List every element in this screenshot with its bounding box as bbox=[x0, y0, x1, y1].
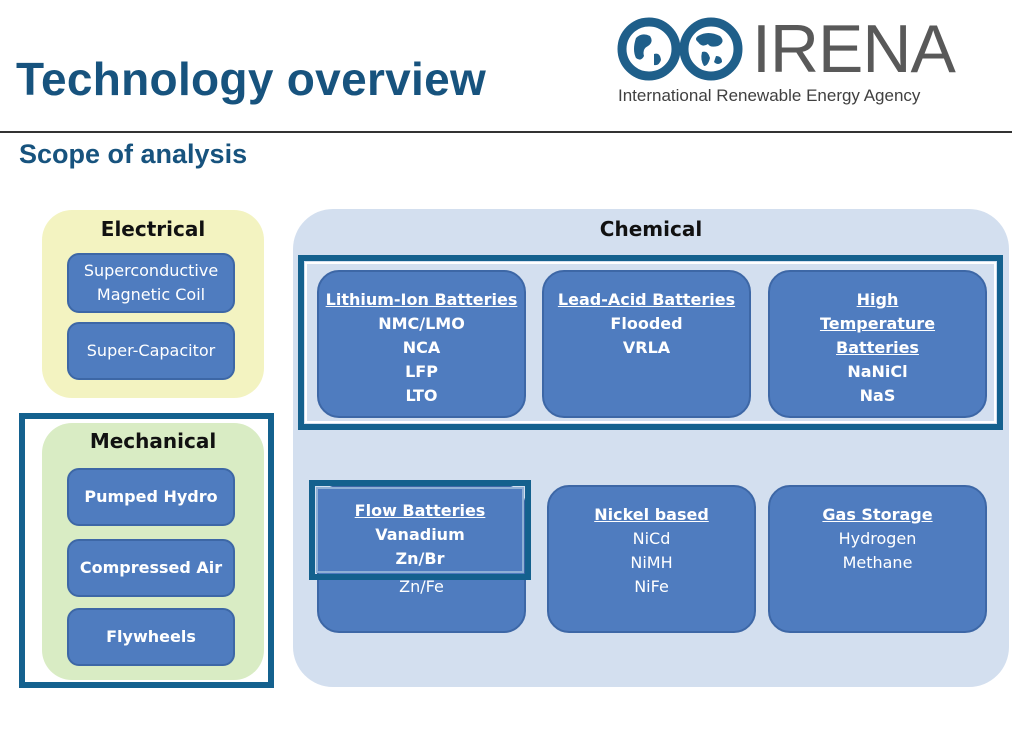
chemical-title: Chemical bbox=[599, 217, 703, 241]
mechanical-item-pumped-hydro: Pumped Hydro bbox=[67, 468, 235, 526]
chem-box-heading: High Temperature Batteries bbox=[819, 290, 936, 357]
mechanical-highlight-frame bbox=[19, 413, 274, 688]
chem-box-line: Zn/Fe bbox=[399, 577, 444, 596]
chem-box-line: Vanadium bbox=[375, 525, 465, 544]
chem-box-line: NiMH bbox=[630, 553, 673, 572]
chem-box-line: LTO bbox=[405, 386, 438, 405]
mechanical-item-label: Compressed Air bbox=[79, 558, 223, 577]
chem-box-heading: Gas Storage bbox=[822, 505, 933, 524]
chem-box-line: Methane bbox=[842, 553, 913, 572]
electrical-item-smes: Superconductive Magnetic Coil bbox=[67, 253, 235, 313]
chem-box-line: LFP bbox=[405, 362, 438, 381]
electrical-item-label: Super-Capacitor bbox=[86, 341, 216, 360]
chem-box-line: Hydrogen bbox=[838, 529, 917, 548]
logo-tagline: International Renewable Energy Agency bbox=[618, 86, 921, 105]
chem-box-lithium-ion: Lithium-Ion Batteries NMC/LMO NCA LFP LT… bbox=[317, 270, 526, 418]
chemical-highlight-inner bbox=[305, 262, 996, 423]
chem-box-line: NaS bbox=[859, 386, 896, 405]
chem-box-high-temperature: High Temperature Batteries NaNiCl NaS bbox=[768, 270, 987, 418]
chem-box-nickel: Nickel based NiCd NiMH NiFe bbox=[547, 485, 756, 633]
chem-box-line: NiCd bbox=[632, 529, 671, 548]
electrical-item-label: Superconductive Magnetic Coil bbox=[83, 261, 219, 304]
chem-box-heading: Lithium-Ion Batteries bbox=[325, 290, 518, 309]
globe-infinity-icon bbox=[617, 17, 743, 81]
chem-box-line: NMC/LMO bbox=[378, 314, 465, 333]
electrical-item-supercap: Super-Capacitor bbox=[67, 322, 235, 380]
chem-box-line: NCA bbox=[402, 338, 441, 357]
page-subtitle: Scope of analysis bbox=[19, 139, 248, 169]
chem-box-heading: Lead-Acid Batteries bbox=[557, 290, 736, 309]
mechanical-item-flywheels: Flywheels bbox=[67, 608, 235, 666]
logo-wordmark: IRENA bbox=[752, 11, 956, 87]
chem-box-line: NiFe bbox=[634, 577, 669, 596]
mechanical-title: Mechanical bbox=[89, 429, 217, 453]
header-divider bbox=[0, 131, 1012, 133]
mechanical-item-compressed-air: Compressed Air bbox=[67, 539, 235, 597]
chem-box-line: NaNiCl bbox=[847, 362, 908, 381]
chem-box-gas-storage: Gas Storage Hydrogen Methane bbox=[768, 485, 987, 633]
chem-box-lead-acid: Lead-Acid Batteries Flooded VRLA bbox=[542, 270, 751, 418]
flow-highlight-frame bbox=[309, 480, 531, 580]
chemical-highlight-frame bbox=[298, 255, 1003, 430]
mechanical-item-label: Flywheels bbox=[106, 627, 196, 646]
flow-highlight-callout: Flow Batteries Vanadium Zn/Br bbox=[316, 487, 524, 573]
mechanical-item-label: Pumped Hydro bbox=[84, 487, 218, 506]
page-title: Technology overview bbox=[16, 53, 487, 105]
chem-box-line: Zn/Br bbox=[395, 549, 445, 568]
mechanical-highlight-inner bbox=[26, 420, 267, 681]
chem-box-line: Flooded bbox=[610, 314, 683, 333]
electrical-title: Electrical bbox=[100, 217, 206, 241]
chem-box-heading: Nickel based bbox=[594, 505, 709, 524]
chem-box-heading: Flow Batteries bbox=[354, 501, 486, 520]
chem-box-line: VRLA bbox=[622, 338, 671, 357]
